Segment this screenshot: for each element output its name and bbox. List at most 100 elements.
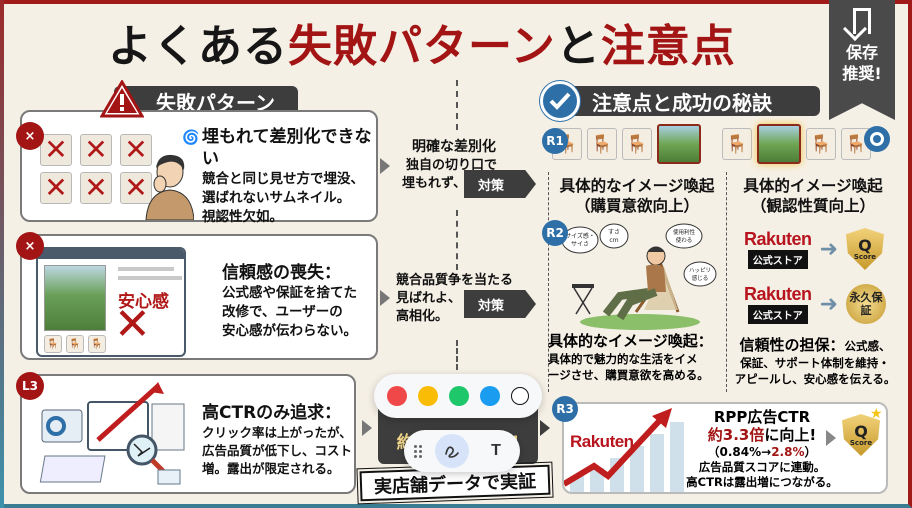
failure-card-buried: ✕ ✕ ✕ ✕ ✕ ✕ 🌀 埋もれて差別化できない 競合と同じ見せ方で埋没、 選… <box>20 110 378 225</box>
color-swatch-white[interactable] <box>510 387 529 405</box>
r1-badge: R1 <box>542 128 568 154</box>
page-title: よくある失敗パターンと注意点 <box>108 10 736 72</box>
card-line: 改修で、ユーザーの <box>222 304 343 320</box>
crossed-thumbnail: ✕ <box>80 134 112 166</box>
r1-col2-heading: 具体的イメージ喚起 <box>743 177 883 195</box>
r1-col2-subheading: （観認性質向上） <box>750 197 875 215</box>
countermeasure-line: 独自の切り口で <box>406 158 498 173</box>
countermeasure-arrow-button[interactable]: 対策 <box>464 290 536 318</box>
text-tool-button[interactable]: T <box>491 442 501 459</box>
check-icon <box>540 81 580 121</box>
card-line: 公式感や保証を捨てた <box>222 285 357 301</box>
r2-title: 具体的なイメージ喚起： <box>548 332 713 350</box>
color-swatch-blue[interactable] <box>479 386 500 406</box>
text-line <box>118 276 182 280</box>
official-store-badge: 公式ストア <box>747 305 808 324</box>
r2-line: ージさせ、購買意欲を高める。 <box>548 368 709 382</box>
r3-range-suffix: ） <box>804 445 817 459</box>
save-recommended-ribbon: 保存 推奨! <box>829 0 895 120</box>
svg-text:サイズ感・: サイズ感・ <box>565 232 595 240</box>
shield-label: Score <box>853 252 877 261</box>
product-photo <box>44 265 106 331</box>
r2-line: 具体的で魅力的な生活をイメ <box>548 352 698 366</box>
success-header-label: 注意点と成功の秘訣 <box>592 90 772 115</box>
countermeasure-arrow-button[interactable]: 対策 <box>464 170 536 198</box>
r3-line: 広告品質スコアに連動。 <box>698 460 826 474</box>
ribbon-line2: 推奨! <box>842 64 882 83</box>
crossed-thumbnails: ✕ ✕ ✕ ✕ ✕ ✕ <box>40 134 152 204</box>
warning-icon <box>100 80 144 118</box>
crossed-thumbnail: ✕ <box>40 172 72 204</box>
r3-range-value: 2.8% <box>771 445 805 459</box>
r3-badge: R3 <box>552 396 578 422</box>
color-swatch-green[interactable] <box>448 386 469 406</box>
card-line: 増。露出が限定される。 <box>202 461 340 476</box>
color-swatch-yellow[interactable] <box>418 386 439 406</box>
failure-card-high-ctr: 高CTRのみ追求： クリック率は上がったが、 広告品質が低下し、コスト 増。露出… <box>20 374 356 494</box>
star-icon: ★ <box>870 406 883 422</box>
r3-result-card: Rakuten RPP広告CTR 約3.3倍に向上! （0.84%→2.8%） … <box>562 402 888 494</box>
r2-right-line: アピールし、安心感を伝える。 <box>734 372 896 386</box>
card-line: クリック率は上がったが、 <box>202 425 352 440</box>
failure-badge-x: × <box>16 232 44 260</box>
drag-handle-icon[interactable] <box>414 444 422 458</box>
color-swatch-red[interactable] <box>387 386 408 406</box>
r2-badge: R2 <box>542 220 568 246</box>
chair-thumbnail: 🪑 <box>88 335 106 353</box>
failure-badge-x: × <box>16 122 44 150</box>
countermeasure-line: 高相化。 <box>396 309 449 324</box>
r2-right-title: 信頼性の担保： <box>739 336 845 354</box>
text-line <box>118 267 174 271</box>
card-line: 広告品質が低下し、コスト <box>202 443 353 458</box>
official-store-warranty-row: Rakuten 公式ストア ➜ 永久保証 <box>744 284 886 324</box>
r2-left-text: 具体的なイメージ喚起： 具体的で魅力的な生活をイメ ージさせ、購買意欲を高める。 <box>548 332 728 383</box>
lifetime-warranty-medal: 永久保証 <box>845 284 886 324</box>
r2-right-text: 信頼性の担保：公式感、 保証、サポート体制を維持・ アピールし、安心感を伝える。 <box>730 336 900 387</box>
circle-ok-icon <box>864 126 890 152</box>
crossed-thumbnail: ✕ <box>40 134 72 166</box>
shield-letter: Q <box>858 235 872 255</box>
card-line: 競合と同じ見せ方で埋没、 <box>202 171 364 187</box>
countermeasure-heading: 明確な差別化 <box>412 139 496 155</box>
card-title: 埋もれて差別化できない <box>202 127 372 169</box>
crossed-thumbnail: ✕ <box>80 172 112 204</box>
r3-headline: RPP広告CTR <box>713 408 811 426</box>
growth-arrow-icon <box>564 408 672 487</box>
quality-score-shield-icon: Q Score <box>845 228 884 270</box>
crossed-thumbnail: ✕ <box>120 172 152 204</box>
r1-col1-subheading: （購買意欲向上） <box>574 197 699 215</box>
big-cross-icon: ✕ <box>114 299 151 350</box>
card-title: 高CTRのみ追求： <box>202 403 342 423</box>
chair-thumbnail: 🪑 <box>44 335 62 353</box>
divider-dashed <box>456 210 458 270</box>
shield-letter: Q <box>854 421 868 441</box>
bookmark-icon <box>853 8 871 34</box>
svg-text:cm: cm <box>609 237 618 244</box>
card-line: 選ばれないサムネイル。 <box>202 190 351 206</box>
r2-right-inline: 公式感、 <box>844 339 891 353</box>
crossed-thumbnail: ✕ <box>120 134 152 166</box>
pen-tool-button[interactable] <box>435 434 469 468</box>
title-highlight-failure: 失敗パターン <box>288 21 556 72</box>
pointer-arrow-icon <box>380 158 390 174</box>
shield-label: Score <box>849 438 873 447</box>
countermeasure-line: 見ばれよ、 <box>396 291 462 306</box>
r3-line: 高CTRは露出増につながる。 <box>686 475 838 489</box>
r3-highlight: 約3.3倍 <box>707 426 765 444</box>
chair-thumbnail: 🪑 <box>722 128 752 160</box>
lifestyle-thumbnail-highlighted <box>657 124 701 164</box>
pointer-arrow-icon <box>826 430 836 446</box>
thumbnail-strip-right: 🪑 🪑 🪑 <box>722 124 871 164</box>
reassurance-label: 安心感 <box>118 292 169 312</box>
confused-swirl-icon: 🌀 <box>182 130 200 146</box>
countermeasure-line: 競合品質争を当たる <box>396 273 514 288</box>
chair-thumbnail: 🪑 <box>622 128 652 160</box>
rakuten-logo: Rakuten <box>744 284 812 304</box>
pointer-arrow-icon <box>362 420 372 436</box>
annotation-color-palette <box>374 374 542 418</box>
official-store-badge: 公式ストア <box>747 250 808 269</box>
r3-highlight-suffix: に向上! <box>764 426 817 444</box>
svg-text:使用利性: 使用利性 <box>673 228 696 236</box>
title-middle: と <box>555 21 601 72</box>
divider-dashed <box>456 80 458 130</box>
